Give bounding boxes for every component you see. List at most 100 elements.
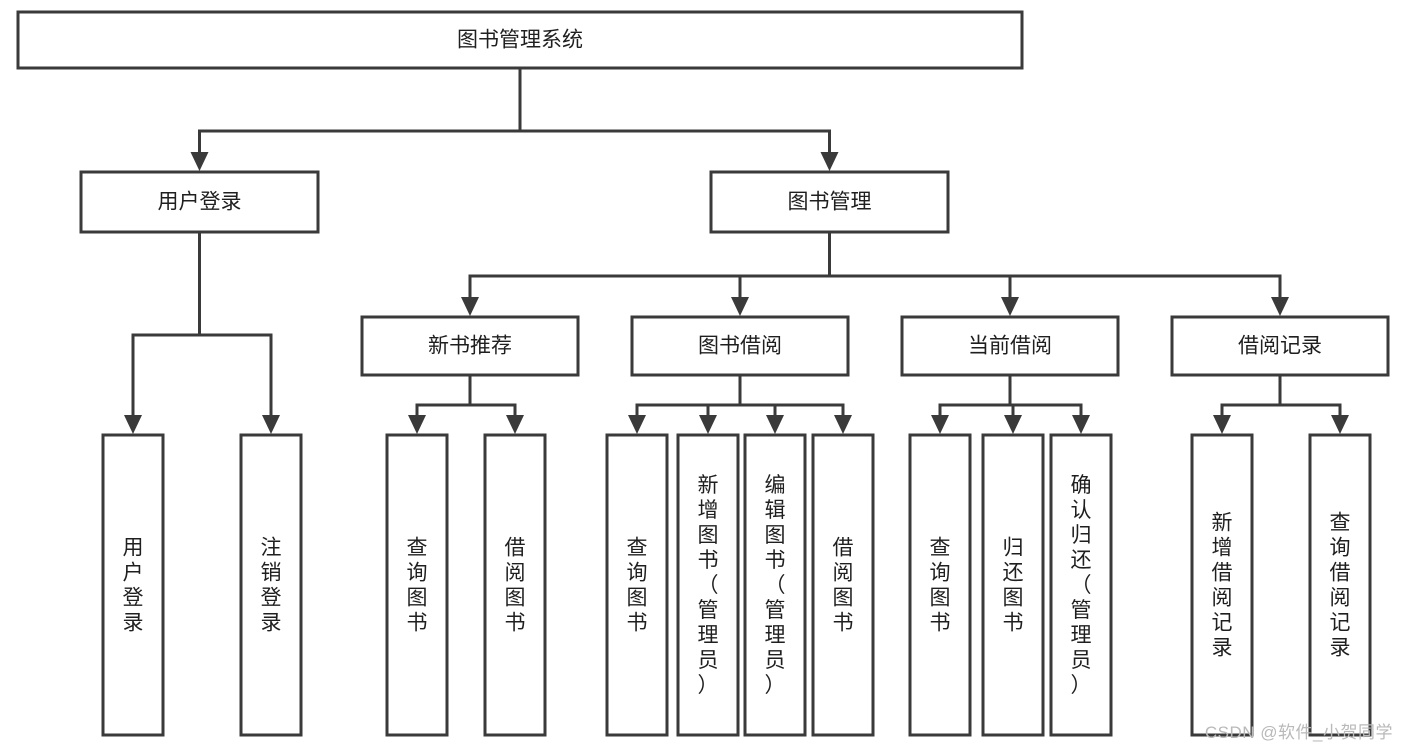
arrow-head-icon [408, 415, 426, 434]
connector-new-book-rec-to-leaf-borrow-book-1 [468, 375, 524, 434]
node-box[interactable] [360, 315, 580, 377]
node-box[interactable] [981, 433, 1045, 737]
arrow-head-icon [506, 415, 524, 434]
node-box[interactable] [811, 433, 875, 737]
node-root[interactable]: 图书管理系统 [16, 10, 1024, 70]
node-box[interactable] [630, 315, 850, 377]
node-box[interactable] [101, 433, 165, 737]
node-leaf-add-record[interactable]: 新增借阅记录 [1190, 433, 1254, 737]
arrow-head-icon [262, 415, 280, 434]
node-box[interactable] [385, 433, 449, 737]
node-leaf-edit-book[interactable]: 编辑图书（管理员） [743, 433, 807, 737]
connector-root-to-user-login [190, 68, 522, 171]
node-leaf-borrow-book-1[interactable]: 借阅图书 [483, 433, 547, 737]
node-box[interactable] [1170, 315, 1390, 377]
node-box[interactable] [1049, 433, 1113, 737]
connector-book-borrow-to-leaf-borrow-book-2 [738, 375, 852, 434]
node-box[interactable] [709, 170, 950, 234]
node-label: 借阅记录 [1238, 335, 1322, 358]
node-new-book-rec[interactable]: 新书推荐 [360, 315, 580, 377]
node-leaf-confirm-return[interactable]: 确认归还（管理员） [1049, 433, 1113, 737]
nodes-layer: 图书管理系统用户登录图书管理新书推荐图书借阅当前借阅借阅记录用户登录注销登录查询… [16, 10, 1390, 737]
node-box[interactable] [483, 433, 547, 737]
node-label: 当前借阅 [968, 335, 1052, 358]
node-label: 用户登录 [158, 191, 242, 214]
node-leaf-logout[interactable]: 注销登录 [239, 433, 303, 737]
arrow-head-icon [1271, 297, 1289, 316]
node-label: 注销登录 [261, 537, 282, 635]
node-borrow-record[interactable]: 借阅记录 [1170, 315, 1390, 377]
arrow-head-icon [124, 415, 142, 434]
arrow-head-icon [731, 297, 749, 316]
arrow-head-icon [834, 415, 852, 434]
node-leaf-query-book-2[interactable]: 查询图书 [605, 433, 669, 737]
node-book-borrow[interactable]: 图书借阅 [630, 315, 850, 377]
arrow-head-icon [628, 415, 646, 434]
node-label: 图书借阅 [698, 335, 782, 358]
connector-current-borrow-to-leaf-query-book-3 [931, 375, 1012, 434]
connector-line [468, 375, 517, 418]
node-label: 归还图书 [1003, 537, 1024, 635]
node-leaf-return-book[interactable]: 归还图书 [981, 433, 1045, 737]
node-box[interactable] [676, 433, 740, 737]
arrow-head-icon [190, 152, 209, 171]
connector-line [738, 232, 831, 300]
connector-line [198, 232, 273, 418]
connector-current-borrow-to-leaf-confirm-return [1008, 375, 1090, 434]
connector-user-login-to-leaf-user-login [124, 232, 201, 434]
connector-borrow-record-to-leaf-add-record [1213, 375, 1282, 434]
connector-line [738, 375, 845, 418]
node-book-manage[interactable]: 图书管理 [709, 170, 950, 234]
node-box[interactable] [908, 433, 972, 737]
node-box[interactable] [743, 433, 807, 737]
node-leaf-user-login[interactable]: 用户登录 [101, 433, 165, 737]
node-leaf-add-book[interactable]: 新增图书（管理员） [676, 433, 740, 737]
connector-book-manage-to-new-book-rec [461, 232, 831, 316]
node-label: 查询图书 [930, 537, 951, 635]
node-box[interactable] [79, 170, 320, 234]
node-leaf-borrow-book-2[interactable]: 借阅图书 [811, 433, 875, 737]
arrow-head-icon [1072, 415, 1090, 434]
node-label: 图书管理 [788, 191, 872, 214]
node-label: 用户登录 [123, 537, 144, 635]
connector-line [198, 68, 522, 155]
connector-line [938, 375, 1012, 418]
node-label: 新书推荐 [428, 335, 512, 358]
connector-line [706, 375, 742, 418]
node-label: 借阅图书 [833, 537, 854, 635]
connector-line [1220, 375, 1282, 418]
connector-new-book-rec-to-leaf-query-book-1 [408, 375, 472, 434]
arrow-head-icon [699, 415, 717, 434]
node-box[interactable] [1190, 433, 1254, 737]
connector-line [828, 232, 1282, 300]
connector-line [635, 375, 742, 418]
arrow-head-icon [820, 152, 839, 171]
node-label: 图书管理系统 [457, 29, 583, 52]
node-box[interactable] [1308, 433, 1372, 737]
connectors-layer [124, 68, 1349, 434]
arrow-head-icon [766, 415, 784, 434]
connector-line [468, 232, 831, 300]
connector-root-to-book-manage [518, 68, 839, 171]
connector-line [738, 375, 777, 418]
node-box[interactable] [605, 433, 669, 737]
arrow-head-icon [1001, 297, 1019, 316]
node-leaf-query-book-3[interactable]: 查询图书 [908, 433, 972, 737]
node-box[interactable] [900, 315, 1120, 377]
node-label: 新增图书（管理员） [698, 474, 719, 697]
node-leaf-query-book-1[interactable]: 查询图书 [385, 433, 449, 737]
node-leaf-query-record[interactable]: 查询借阅记录 [1308, 433, 1372, 737]
node-box[interactable] [16, 10, 1024, 70]
node-user-login[interactable]: 用户登录 [79, 170, 320, 234]
node-current-borrow[interactable]: 当前借阅 [900, 315, 1120, 377]
connector-book-manage-to-current-borrow [828, 232, 1019, 316]
node-label: 查询图书 [407, 537, 428, 635]
arrow-head-icon [1213, 415, 1231, 434]
connector-line [131, 232, 201, 418]
connector-line [518, 68, 831, 155]
node-box[interactable] [239, 433, 303, 737]
connector-line [828, 232, 1012, 300]
connector-book-manage-to-borrow-record [828, 232, 1289, 316]
